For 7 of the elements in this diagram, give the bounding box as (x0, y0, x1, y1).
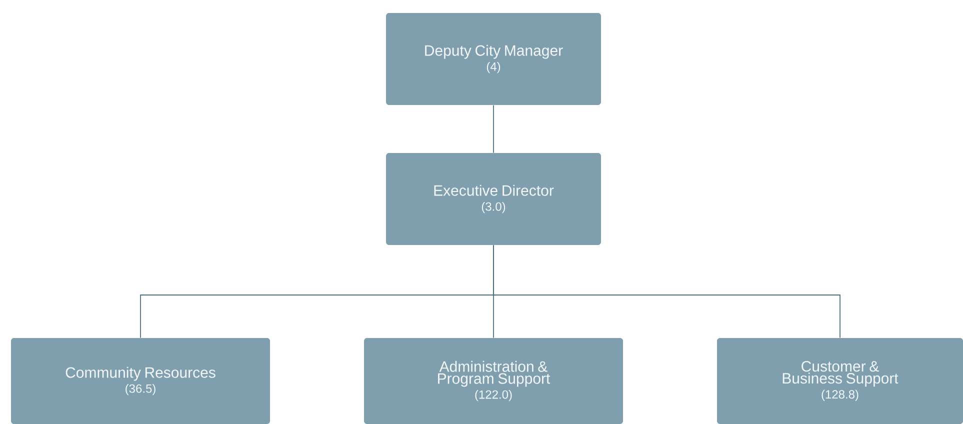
org-box: Administration & Program Support (122.0) (364, 338, 623, 424)
org-box: Community Resources (36.5) (11, 338, 270, 424)
org-box: Executive Director (3.0) (386, 153, 601, 245)
connector-line (493, 244, 840, 338)
connector-line (493, 104, 494, 154)
org-box: Customer & Business Support (128.8) (717, 338, 963, 424)
org-box: Deputy City Manager (4) (386, 13, 601, 105)
